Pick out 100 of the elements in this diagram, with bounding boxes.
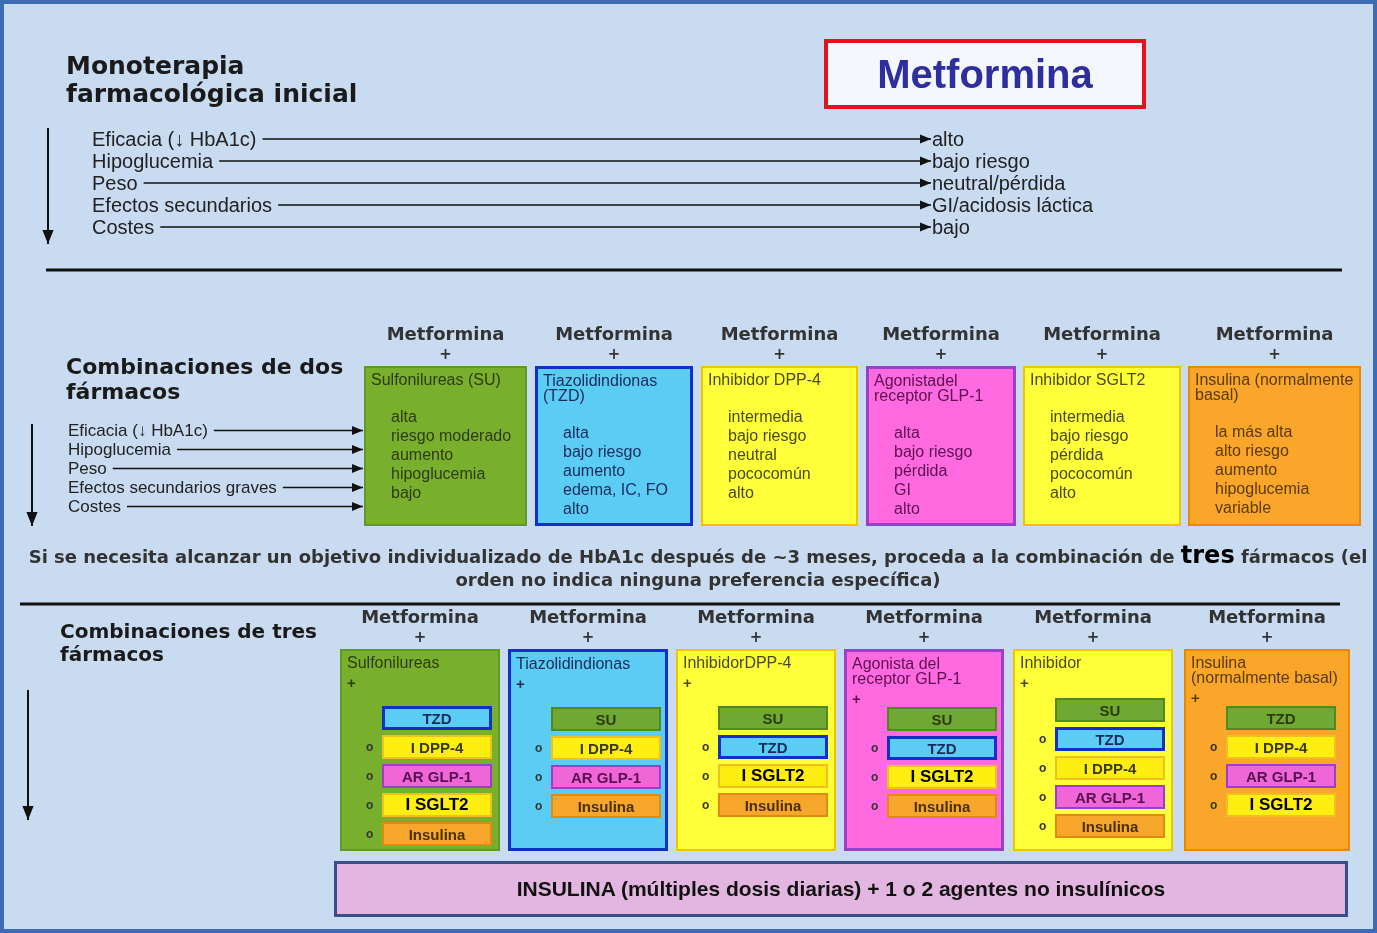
plus-sign: + <box>1094 344 1110 364</box>
rating-text: pérdida <box>1050 445 1104 464</box>
criterion-label: Hipoglucemia <box>92 150 214 172</box>
drug-class-heading: Inhibidor DPP-4 <box>708 372 822 387</box>
rating-text: bajo <box>391 483 422 502</box>
arrow <box>282 483 364 492</box>
drug-tag: TZD <box>718 735 828 759</box>
drug-tag: I SGLT2 <box>718 764 828 788</box>
conjunction-text: o <box>366 740 374 754</box>
drug-name-label: Metformina <box>554 324 674 344</box>
rating-text: la más alta <box>1215 422 1293 441</box>
drug-name-label: Metformina <box>719 324 840 344</box>
drug-tag: SU <box>1055 698 1165 722</box>
plus-sign: + <box>1259 627 1275 647</box>
conjunction-text: o <box>1039 819 1047 833</box>
plus-sign: + <box>347 674 356 691</box>
drug-title-box: Metformina <box>824 39 1146 109</box>
rating-label: GI/acidosis láctica <box>932 194 1094 216</box>
drug-class-card <box>364 366 527 526</box>
plus-sign: + <box>748 627 764 647</box>
plus-sign: + <box>1020 674 1029 691</box>
conjunction-text: o <box>366 798 374 812</box>
conjunction-text: o <box>535 770 543 784</box>
rating-text: alto riesgo <box>1215 441 1289 460</box>
rating-text: neutral <box>728 445 777 464</box>
rating-text: edema, IC, FO <box>563 480 668 499</box>
drug-class-card <box>844 649 1004 851</box>
rating-text: pococomún <box>728 464 811 483</box>
drug-tag: TZD <box>1055 727 1165 751</box>
rating-text: pérdida <box>894 461 948 480</box>
conjunction-text: o <box>871 741 879 755</box>
rating-text: aumento <box>1215 460 1278 479</box>
drug-tag: AR GLP-1 <box>1055 785 1165 809</box>
drug-class-card <box>1188 366 1361 526</box>
rating-text: alto <box>1050 483 1076 502</box>
conjunction-text: o <box>366 769 374 783</box>
drug-tag: SU <box>887 707 997 731</box>
plus-sign: + <box>516 675 525 692</box>
drug-name-label: Metformina <box>1214 324 1335 344</box>
conjunction-text: o <box>535 799 543 813</box>
conjunction-text: o <box>366 827 374 841</box>
drug-class-card <box>866 366 1016 526</box>
drug-tag: I SGLT2 <box>887 765 997 789</box>
arrow <box>159 222 932 232</box>
rating-text: alto <box>728 483 754 502</box>
rating-label: bajo <box>932 216 970 238</box>
drug-name-label: Metformina <box>360 607 480 627</box>
section-heading: Combinaciones de tres fármacos <box>60 620 319 666</box>
conjunction-text: o <box>535 741 543 755</box>
conjunction-text: o <box>1039 761 1047 775</box>
drug-tag: TZD <box>1226 706 1336 730</box>
plus-sign: + <box>412 627 428 647</box>
conjunction-text: o <box>1210 769 1218 783</box>
conjunction-text: o <box>1210 798 1218 812</box>
conjunction-text: o <box>1039 732 1047 746</box>
drug-tag: Insulina <box>551 794 661 818</box>
drug-tag: AR GLP-1 <box>1226 764 1336 788</box>
drug-class-heading: Sulfonilureas (SU) <box>371 372 502 387</box>
drug-name-label: Metformina <box>881 324 1001 344</box>
drug-tag: I DPP-4 <box>551 736 661 760</box>
section-heading: Monoterapia farmacológica inicial <box>66 52 359 108</box>
rating-text: intermedia <box>728 407 803 426</box>
conjunction-text: o <box>702 769 710 783</box>
drug-tag: TZD <box>382 706 492 730</box>
arrow <box>142 178 932 188</box>
criterion-label: Efectos secundarios <box>92 194 273 216</box>
rating-text: hipoglucemia <box>1215 479 1310 498</box>
rating-text: alta <box>391 407 417 426</box>
rating-text: alta <box>894 423 920 442</box>
drug-tag: I SGLT2 <box>1226 793 1336 817</box>
conjunction-text: o <box>1039 790 1047 804</box>
drug-class-heading: Insulina (normalmente basal) <box>1195 372 1354 402</box>
criterion-label: Costes <box>68 497 121 516</box>
section-heading: Combinaciones de dos fármacos <box>66 354 345 404</box>
drug-class-heading: Inhibidor SGLT2 <box>1030 372 1147 387</box>
drug-name-label: Metformina <box>696 607 816 627</box>
criterion-label: Eficacia (↓ HbA1c) <box>68 421 208 440</box>
drug-class-card <box>701 366 858 526</box>
rating-text: bajo riesgo <box>1050 426 1129 445</box>
criterion-label: Eficacia (↓ HbA1c) <box>92 128 257 150</box>
conjunction-text: o <box>871 770 879 784</box>
drug-class-heading: Tiazolidindionas <box>516 656 632 671</box>
rating-text: bajo riesgo <box>894 442 973 461</box>
drug-tag: AR GLP-1 <box>382 764 492 788</box>
rating-text: aumento <box>391 445 454 464</box>
plus-sign: + <box>1191 689 1200 706</box>
criterion-label: Efectos secundarios graves <box>68 478 277 497</box>
drug-tag: SU <box>551 707 661 731</box>
drug-class-heading: Tiazolidindionas (TZD) <box>543 373 659 403</box>
drug-name-label: Metformina <box>1207 607 1327 627</box>
drug-class-heading: Sulfonilureas <box>347 655 441 670</box>
drug-tag: I DPP-4 <box>382 735 492 759</box>
rating-text: aumento <box>563 461 626 480</box>
rating-text: alta <box>563 423 589 442</box>
drug-name-label: Metformina <box>864 607 984 627</box>
conjunction-text: o <box>702 740 710 754</box>
drug-tag: I SGLT2 <box>382 793 492 817</box>
criterion-label: Costes <box>92 216 155 238</box>
rating-text: GI <box>894 480 911 499</box>
rating-text: pococomún <box>1050 464 1133 483</box>
